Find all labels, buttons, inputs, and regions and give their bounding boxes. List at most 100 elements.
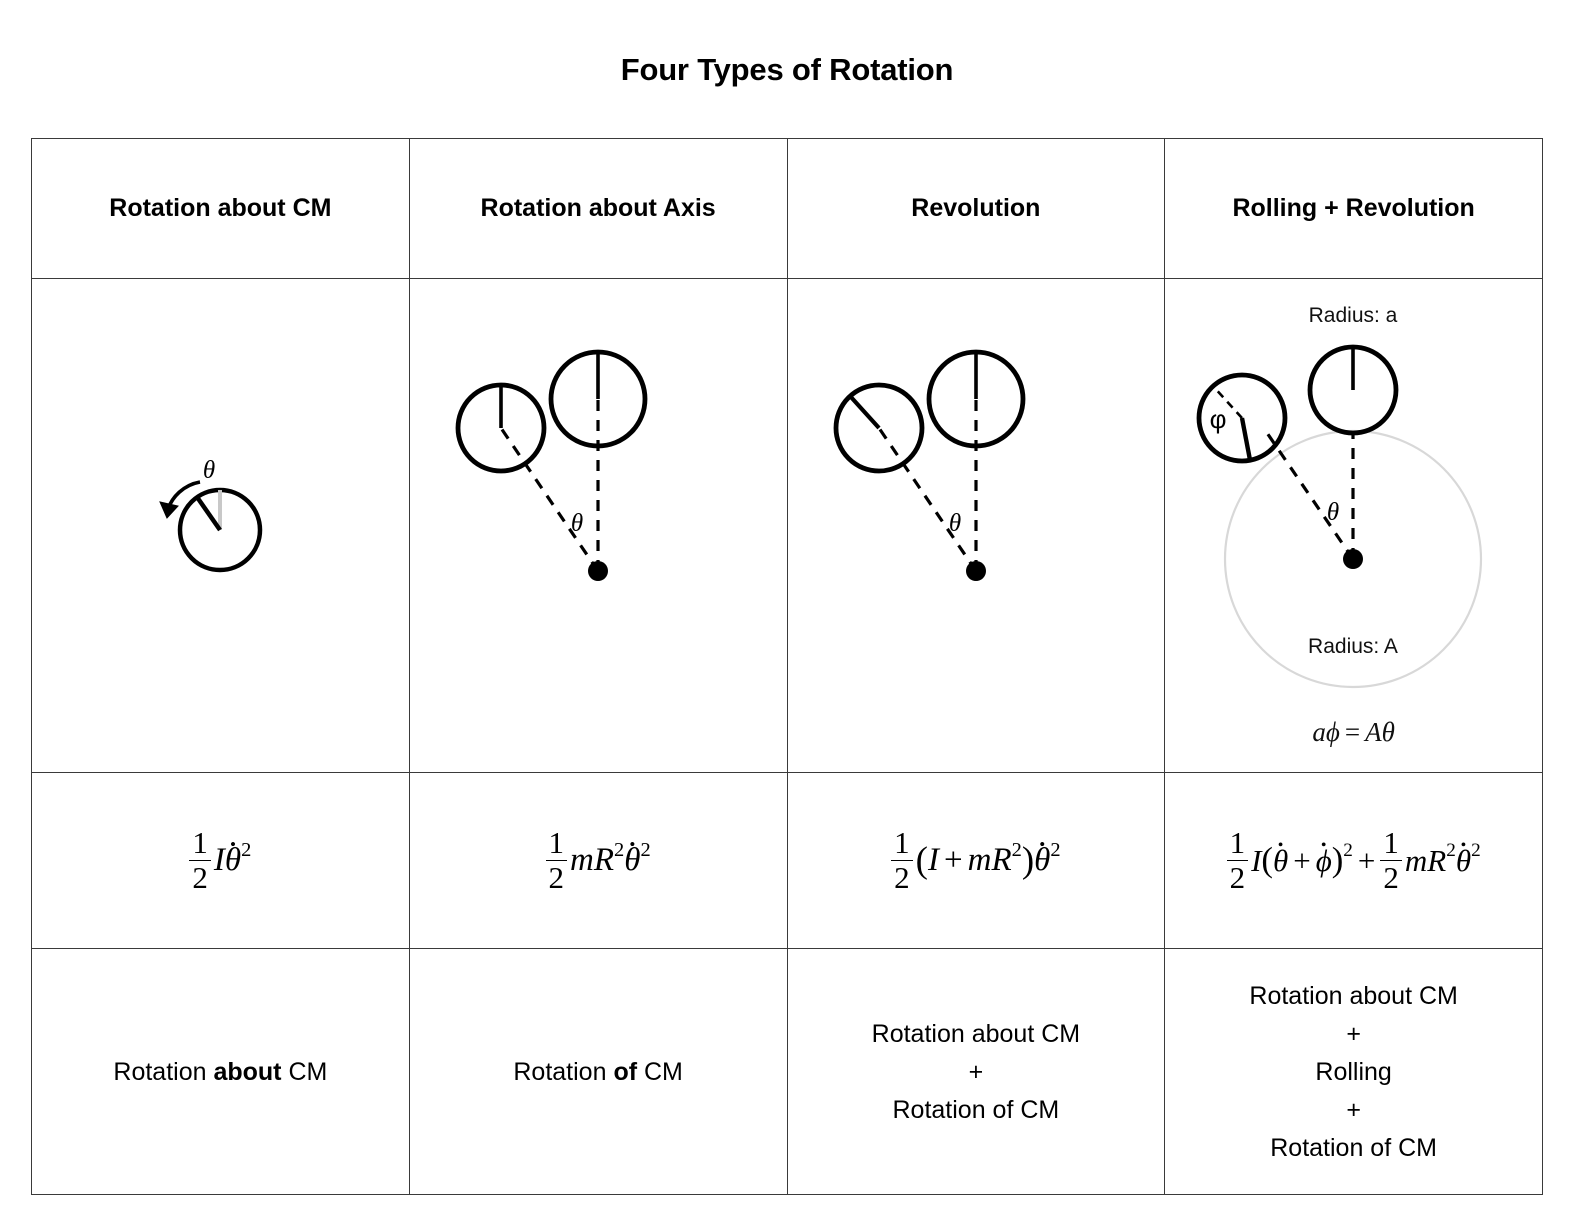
- body-reference-dashed-initial: [1212, 385, 1244, 419]
- desc-emphasis: of: [613, 1057, 638, 1086]
- desc-post: CM: [281, 1057, 328, 1086]
- fraction-denominator: 2: [1226, 860, 1249, 894]
- rolling-revolution-figure: φ θ Radius: a Radius: A: [1196, 304, 1483, 689]
- overdot: •: [629, 835, 636, 855]
- description-text: Rotation of CM: [410, 1053, 787, 1091]
- overdot: •: [1460, 836, 1467, 854]
- desc-post: CM: [637, 1057, 683, 1086]
- plus-operator-inner: +: [1293, 843, 1311, 878]
- energy-formula-revolution: 1 2 ( I + m R 2 ) • θ 2: [891, 824, 1061, 894]
- table-diagram-row: θ θ: [31, 278, 1543, 773]
- moment-of-inertia-symbol: I: [927, 842, 939, 878]
- desc-line: +: [1346, 1019, 1361, 1048]
- description-rolling-revolution: Rotation about CM + Rolling + Rotation o…: [1164, 948, 1543, 1195]
- theta-symbol: θ: [1455, 843, 1472, 878]
- desc-pre: Rotation: [513, 1057, 614, 1086]
- theta-symbol: θ: [1272, 843, 1289, 878]
- open-paren: (: [1261, 840, 1273, 880]
- mass-symbol: m: [967, 842, 992, 878]
- plus-operator: +: [943, 842, 963, 878]
- constraint-theta: θ: [1381, 717, 1395, 747]
- fraction-numerator: 1: [1229, 824, 1246, 860]
- diagram-rolling-revolution: φ θ Radius: a Radius: A aϕ=Aθ: [1164, 278, 1543, 773]
- theta-dot-symbol: • θ: [1034, 836, 1051, 878]
- revolution-figure: θ: [833, 349, 1026, 581]
- body-radius-marker: [195, 495, 223, 532]
- body-radius-marker-initial: [848, 394, 881, 430]
- phi-symbol: ϕ: [1315, 843, 1332, 878]
- theta-angle-label: θ: [1327, 499, 1339, 526]
- open-paren: (: [915, 839, 928, 881]
- energy-formula-rotation-about-cm: 1 2 I • θ 2: [189, 826, 251, 894]
- desc-line: +: [1346, 1095, 1361, 1124]
- description-rotation-about-axis: Rotation of CM: [408, 948, 788, 1195]
- energy-formula-rotation-about-axis: 1 2 m R 2 • θ 2: [545, 826, 651, 894]
- desc-line: +: [968, 1057, 984, 1086]
- overdot: •: [1039, 835, 1046, 855]
- one-half-fraction: 1 2: [189, 826, 211, 894]
- fraction-numerator: 1: [894, 824, 910, 860]
- mass-symbol: m: [1404, 843, 1428, 878]
- one-half-fraction-second: 1 2: [1380, 824, 1402, 894]
- description-text: Rotation about CM + Rolling + Rotation o…: [1165, 977, 1542, 1167]
- moment-of-inertia-symbol: I: [1251, 843, 1262, 878]
- formula-cell-revolution: 1 2 ( I + m R 2 ) • θ 2: [786, 772, 1166, 949]
- body-circle-initial: [833, 382, 925, 474]
- phi-dot-symbol: • ϕ: [1315, 837, 1332, 878]
- overdot: •: [1320, 836, 1327, 854]
- column-header-revolution: Revolution: [786, 138, 1166, 279]
- plus-operator-outer: +: [1357, 843, 1376, 878]
- constraint-phi: ϕ: [1325, 717, 1340, 747]
- constraint-A: A: [1365, 717, 1382, 747]
- page-title: Four Types of Rotation: [620, 52, 954, 87]
- one-half-fraction-first: 1 2: [1226, 824, 1249, 894]
- desc-line: Rotation of CM: [892, 1095, 1060, 1124]
- theta-symbol: θ: [224, 842, 242, 878]
- desc-line: Rotation about CM: [871, 1019, 1081, 1048]
- description-revolution: Rotation about CM + Rotation of CM: [786, 948, 1166, 1195]
- theta-dot-symbol: • θ: [1272, 837, 1289, 878]
- table-header-row: Rotation about CM Rotation about Axis Re…: [31, 138, 1543, 279]
- constraint-a: a: [1312, 717, 1326, 747]
- rotation-about-cm-figure: θ: [159, 457, 263, 573]
- pivot-point: [1343, 549, 1364, 569]
- column-header-rotation-about-cm: Rotation about CM: [31, 138, 410, 279]
- table-description-row: Rotation about CM Rotation of CM Rotatio…: [31, 948, 1543, 1195]
- theta-symbol: θ: [624, 842, 641, 878]
- radius-symbol: R: [991, 842, 1012, 878]
- desc-pre: Rotation: [113, 1057, 214, 1086]
- table-formula-row: 1 2 I • θ 2 1 2 m R 2: [31, 772, 1543, 949]
- body-spin-marker-initial: [1240, 417, 1253, 461]
- rotated-arm-dashed: [877, 427, 978, 572]
- theta-angle-label: θ: [203, 457, 215, 484]
- rotation-arrow-head: [159, 501, 180, 519]
- one-half-fraction: 1 2: [545, 826, 568, 894]
- constraint-equals: =: [1344, 717, 1361, 747]
- fraction-denominator: 2: [189, 860, 211, 894]
- pivot-point: [588, 561, 609, 581]
- fraction-denominator: 2: [891, 860, 913, 894]
- energy-formula-rolling-revolution: 1 2 I ( • θ + • ϕ ) 2 + 1 2: [1226, 824, 1481, 894]
- theta-dot-symbol: • θ: [624, 836, 641, 878]
- body-circle-initial: [1196, 372, 1288, 464]
- diagram-revolution: θ: [786, 278, 1166, 773]
- radius-a-label: Radius: a: [1309, 304, 1398, 327]
- radius-symbol: R: [1427, 843, 1447, 878]
- rotated-arm-dashed: [1261, 426, 1355, 560]
- desc-line: Rotation about CM: [1249, 981, 1458, 1010]
- fraction-denominator: 2: [1380, 860, 1402, 894]
- rotated-arm-dashed: [499, 427, 600, 572]
- one-half-fraction: 1 2: [891, 824, 913, 894]
- desc-line: Rolling: [1315, 1057, 1392, 1086]
- radius-A-label: Radius: A: [1308, 635, 1398, 658]
- description-rotation-about-cm: Rotation about CM: [31, 948, 410, 1195]
- theta-angle-label: θ: [949, 510, 961, 537]
- fraction-numerator: 1: [1383, 824, 1399, 860]
- close-paren: ): [1331, 840, 1344, 880]
- description-text: Rotation about CM + Rotation of CM: [788, 1015, 1165, 1129]
- theta-symbol: θ: [1034, 842, 1051, 878]
- theta-dot-symbol-second: • θ: [1455, 837, 1472, 878]
- rolling-constraint-equation: aϕ=Aθ: [1165, 717, 1542, 748]
- formula-cell-rolling-revolution: 1 2 I ( • θ + • ϕ ) 2 + 1 2: [1164, 772, 1543, 949]
- phi-angle-label: φ: [1210, 404, 1227, 434]
